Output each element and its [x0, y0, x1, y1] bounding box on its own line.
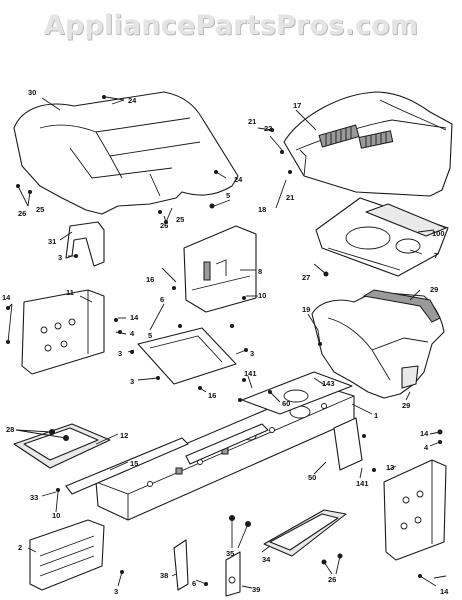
callout-39: 39: [252, 585, 260, 594]
callout-7: 7: [434, 251, 438, 260]
callout-100: 100: [432, 229, 445, 238]
callout-18: 18: [258, 205, 266, 214]
callout-16: 16: [146, 275, 154, 284]
part-39-bracket: [225, 551, 241, 597]
callout-10: 10: [258, 291, 266, 300]
callout-141: 141: [244, 369, 257, 378]
callout-25: 25: [36, 205, 44, 214]
part-8-dash-panel: [183, 225, 257, 313]
callout-34: 34: [262, 555, 271, 564]
callout-24: 24: [128, 96, 137, 105]
callout-3: 3: [114, 587, 118, 596]
callout-11: 11: [66, 288, 74, 297]
callout-15: 15: [130, 459, 138, 468]
callout-6: 6: [160, 295, 164, 304]
part-13-right-plate: [383, 459, 447, 561]
callout-14: 14: [420, 429, 429, 438]
callout-21: 21: [286, 193, 294, 202]
callout-14: 14: [440, 587, 449, 596]
part-31-bracket: [65, 221, 105, 267]
callout-17: 17: [293, 101, 301, 110]
callout-3: 3: [58, 253, 62, 262]
callout-28: 28: [6, 425, 14, 434]
callout-16: 16: [208, 391, 216, 400]
callout-19: 19: [302, 305, 310, 314]
part-12-rail: [65, 437, 189, 495]
callout-1: 1: [374, 411, 378, 420]
callout-30: 30: [28, 88, 36, 97]
callout-33: 33: [30, 493, 38, 502]
part-143-crossmember: [241, 371, 353, 415]
part-2-front-plate: [29, 519, 105, 591]
part-11-left-plate: [21, 289, 105, 375]
part-28-bracket: [333, 417, 363, 471]
callout-29: 29: [402, 401, 410, 410]
callout-12: 12: [120, 431, 128, 440]
callout-3: 3: [130, 377, 134, 386]
callout-35: 35: [226, 549, 234, 558]
callout-13: 13: [386, 463, 394, 472]
callout-50: 50: [308, 473, 316, 482]
callout-27: 27: [302, 273, 310, 282]
callout-4: 4: [130, 329, 135, 338]
part-100-strip: [365, 203, 447, 237]
part-34-footrest: [263, 509, 347, 557]
callout-29: 29: [430, 285, 438, 294]
callout-2: 2: [18, 543, 22, 552]
part-15-rail: [185, 423, 269, 465]
callout-3: 3: [250, 349, 254, 358]
callout-14: 14: [130, 313, 139, 322]
callout-4: 4: [424, 443, 429, 452]
callout-22: 22: [264, 124, 272, 133]
callout-labels: 30 24 17 21 22 26 25 24 5 26 25 18 21 10…: [2, 88, 449, 596]
part-1-main-frame: [95, 385, 355, 521]
watermark: AppliancePartsPros.com: [43, 10, 419, 41]
callout-5: 5: [148, 331, 152, 340]
part-17-hood: [283, 91, 453, 197]
part-29-grille: [311, 289, 445, 399]
callout-143: 143: [322, 379, 335, 388]
callout-26: 26: [160, 221, 168, 230]
callout-3: 3: [118, 349, 122, 358]
callout-26: 26: [18, 209, 26, 218]
callout-31: 31: [48, 237, 56, 246]
part-30-rear-fender: [13, 91, 239, 215]
leader-lines: [7, 96, 447, 589]
callout-21: 21: [248, 117, 256, 126]
callout-60: 60: [282, 399, 290, 408]
callout-141: 141: [356, 479, 369, 488]
callout-14: 14: [2, 293, 11, 302]
callout-25: 25: [176, 215, 184, 224]
callout-38: 38: [160, 571, 168, 580]
callout-10: 10: [52, 511, 60, 520]
callout-5: 5: [226, 191, 230, 200]
callout-6: 6: [192, 579, 196, 588]
callout-8: 8: [258, 267, 262, 276]
part-38-bracket: [173, 539, 189, 591]
part-5-tray: [137, 327, 237, 385]
callout-26: 26: [328, 575, 336, 584]
callout-24: 24: [234, 175, 243, 184]
